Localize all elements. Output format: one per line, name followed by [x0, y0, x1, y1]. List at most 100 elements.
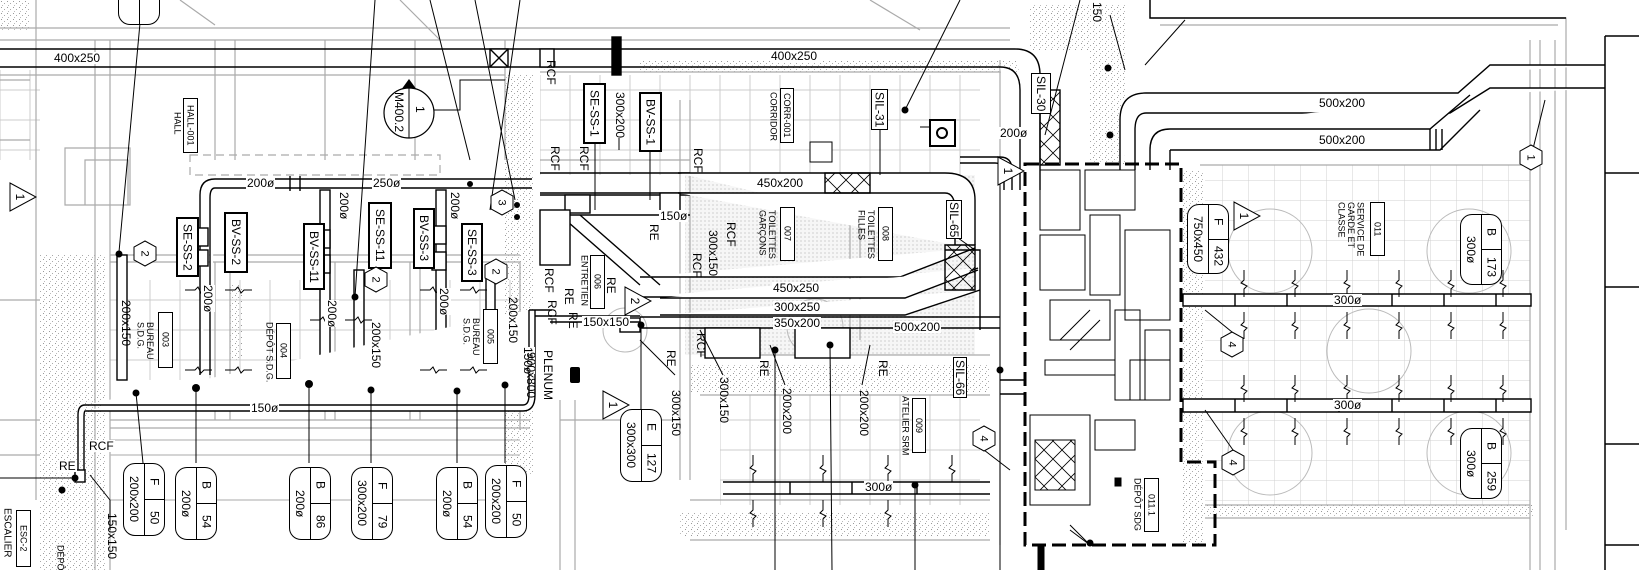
tag-type: B: [1484, 227, 1499, 236]
fitting-label-rcf: RCF: [690, 253, 704, 278]
room-name: ENTRETIEN: [579, 255, 590, 307]
equipment-label-se-ss-3[interactable]: SE-SS-3: [461, 223, 483, 282]
equipment-label-sil-65[interactable]: SIL-65: [946, 200, 962, 239]
tag-flow: 79: [372, 503, 392, 539]
keynote-number: 4: [1226, 341, 1238, 347]
room-name: DÉPÔ: [55, 545, 66, 570]
revision-triangle[interactable]: 1: [9, 182, 37, 212]
equipment-label-sil-31[interactable]: SIL-31: [871, 89, 888, 130]
tag-flow: 50: [506, 501, 526, 537]
tag-flow: 86: [310, 503, 330, 539]
room-number: 011: [1370, 202, 1385, 256]
fitting-label-rcf: RCF: [577, 146, 591, 171]
fitting-label-re: RE: [664, 350, 678, 367]
room-name: BUREAU S.D.G.: [135, 322, 155, 360]
tag-flow: 127: [641, 445, 661, 481]
keynote-hexagon[interactable]: 3: [490, 189, 514, 216]
room-number: CORR-001: [780, 88, 794, 143]
keynote-hexagon[interactable]: 2: [133, 240, 157, 267]
tag-type: F: [147, 477, 162, 486]
duct-size-label: 200x200: [857, 390, 871, 437]
fitting-label-rcf: RCF: [542, 268, 556, 293]
revision-triangle[interactable]: 2: [624, 286, 652, 316]
duct-size-label: 200x150: [369, 322, 383, 369]
equipment-label-se-ss-2[interactable]: SE-SS-2: [176, 217, 199, 277]
equipment-label-bv-ss-1[interactable]: BV-SS-1: [639, 92, 662, 152]
room-number: 009: [912, 398, 926, 453]
duct-size-label: 200ø: [201, 285, 215, 313]
tag-type: B: [313, 481, 328, 490]
keynote-hexagon[interactable]: 4: [972, 425, 996, 452]
duct-size-label: 300x250: [773, 300, 822, 314]
wall-fill: [0, 0, 1533, 570]
revision-number: 1: [13, 194, 27, 201]
keynote-hexagon[interactable]: 4: [1220, 331, 1244, 358]
duct-size-label: 200ø: [448, 192, 462, 220]
equipment-label-bv-ss-2[interactable]: BV-SS-2: [224, 212, 248, 273]
fitting-label-rcf: RCF: [694, 333, 708, 358]
revision-triangle[interactable]: 1: [1233, 201, 1261, 231]
keynote-number: 3: [496, 199, 508, 205]
tag-size: 200ø: [292, 489, 307, 518]
keynote-hexagon[interactable]: 2: [484, 258, 508, 285]
duct-size-label: 200x150: [506, 297, 520, 344]
equipment-label-se-ss-11[interactable]: SE-SS-11: [368, 202, 392, 269]
room-number: 007: [780, 207, 795, 261]
room-number: 008: [878, 207, 893, 261]
duct-size-label: 150x150: [582, 315, 631, 329]
duct-size-label: 300ø: [1333, 398, 1363, 412]
room-number: 003: [158, 312, 173, 368]
revision-number: 1: [606, 402, 620, 409]
air-terminal-tag[interactable]: 200ø B 86: [289, 467, 331, 540]
air-terminal-tag-partial[interactable]: 00 50: [118, 0, 160, 25]
equipment-label-bv-ss-11[interactable]: BV-SS-11: [303, 223, 325, 290]
room-number: 006: [590, 255, 605, 309]
duct-size-label: 200ø: [325, 300, 339, 328]
keynote-number: 1: [1525, 154, 1537, 160]
revision-triangle[interactable]: 1: [997, 156, 1025, 186]
room-number: HALL-001: [183, 98, 198, 153]
section-sheet-reference[interactable]: M400.2: [392, 92, 406, 133]
room-name: TOILETTES GARÇONS: [757, 210, 777, 259]
fitting-label-re: RE: [647, 224, 661, 241]
equipment-label-bv-ss-3[interactable]: BV-SS-3: [413, 208, 435, 269]
kitchen-equipment: [1023, 162, 1217, 570]
equipment-label-se-ss-1[interactable]: SE-SS-1: [583, 83, 606, 144]
duct-size-label: 500x200: [1318, 133, 1367, 147]
room-name: DÉPÔT SDG: [1132, 478, 1143, 531]
fitting-label-rcf: RCF: [544, 60, 558, 85]
tag-flow: 54: [457, 503, 477, 539]
duct-size-label: 350x200: [773, 316, 822, 330]
duct-size-label: 150ø: [659, 209, 689, 223]
tag-flow: 50: [140, 0, 160, 24]
tag-type: F: [375, 481, 390, 490]
revision-number: 2: [628, 298, 642, 305]
keynote-hexagon[interactable]: 4: [1221, 449, 1245, 476]
revision-triangle[interactable]: 1: [602, 390, 630, 420]
tag-type: F: [1211, 218, 1226, 226]
keynote-hexagon[interactable]: 2: [364, 266, 388, 293]
keynote-hexagon[interactable]: 1: [1519, 144, 1543, 171]
duct-size-label: 300x150: [717, 377, 731, 424]
air-terminal-tag[interactable]: 300x200 F 79: [351, 467, 393, 540]
tag-type: F: [509, 479, 524, 488]
tag-size: 750x450: [1190, 215, 1205, 263]
fitting-label-re: RE: [876, 360, 890, 377]
equipment-label-sil-66[interactable]: SIL-66: [953, 357, 967, 398]
building-edge: [1149, 0, 1639, 570]
duct-size-label: 300ø: [864, 480, 894, 494]
tag-size: 300x200: [354, 480, 369, 527]
tag-flow: 50: [144, 499, 164, 535]
room-number: 011.1: [1144, 478, 1159, 532]
revision-number: 1: [1001, 168, 1015, 175]
equipment-label-sil-30[interactable]: SIL-30: [1031, 73, 1051, 114]
leader-dots: [58, 64, 1114, 547]
